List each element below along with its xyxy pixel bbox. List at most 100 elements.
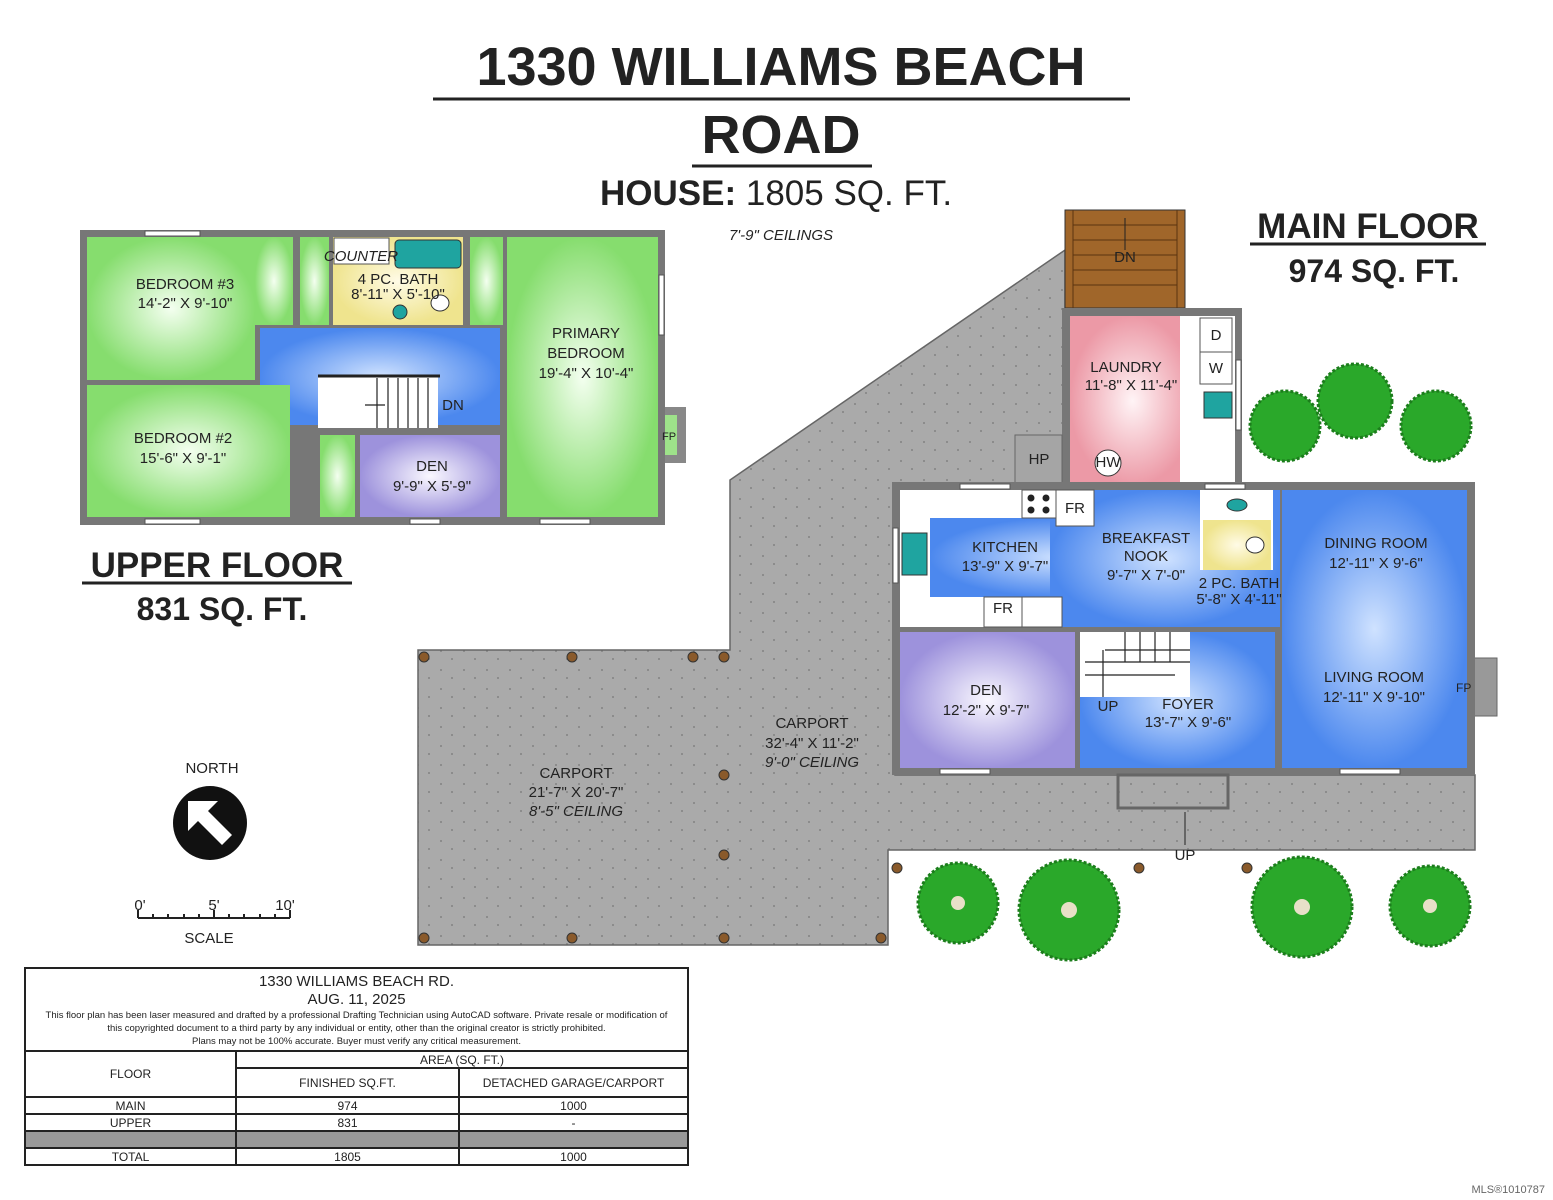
kitchen-sink-icon	[901, 532, 928, 576]
dryer-label: D	[1211, 327, 1222, 344]
carport-posts	[418, 651, 1253, 944]
scale-label: SCALE	[184, 930, 233, 947]
scale-tick-10: 10'	[275, 897, 295, 914]
bedroom-3	[87, 237, 255, 380]
scale-tick-5: 5'	[208, 897, 219, 914]
hot-water-tank-icon	[1094, 449, 1122, 477]
upper-den-size: 9'-9" X 5'-9"	[393, 478, 471, 495]
washer-label: W	[1209, 360, 1224, 377]
living-size: 12'-11" X 9'-10"	[1323, 689, 1425, 706]
living-name: LIVING ROOM	[1324, 669, 1424, 686]
cell-garage: -	[458, 1113, 689, 1132]
tree-trunks	[951, 896, 1437, 918]
bath4-size: 8'-11" X 5'-10"	[351, 286, 445, 303]
cell-floor: UPPER	[24, 1113, 237, 1132]
tree-icon	[1399, 389, 1473, 463]
hot-water-label: HW	[1096, 454, 1122, 471]
cell-floor: MAIN	[24, 1096, 237, 1115]
stairs	[318, 377, 438, 428]
sink-icon	[392, 304, 408, 320]
dining-name: DINING ROOM	[1324, 535, 1427, 552]
fridge2-label: FR	[993, 600, 1013, 617]
main-fireplace-label: FP	[1456, 681, 1471, 695]
table-address: 1330 WILLIAMS BEACH RD.	[258, 973, 455, 990]
mls-watermark: MLS®1010787	[1471, 1184, 1545, 1196]
foyer-stairs-up-label: UP	[1098, 698, 1119, 715]
house-area: HOUSE: 1805 SQ. FT.	[600, 174, 952, 213]
bedroom3-size: 14'-2" X 9'-10"	[138, 295, 233, 312]
deck-stairs: DN	[1064, 209, 1186, 309]
disclaimer-line1: This floor plan has been laser measured …	[45, 1010, 668, 1021]
nook-name2: NOOK	[1124, 548, 1168, 565]
cell-finished: 974	[235, 1096, 460, 1115]
main-den-size: 12'-2" X 9'-7"	[943, 702, 1029, 719]
primary-size: 19'-4" X 10'-4"	[539, 365, 634, 382]
entry-up-label: UP	[1175, 847, 1196, 864]
laundry-room	[1070, 316, 1195, 486]
kitchen-name: KITCHEN	[972, 539, 1038, 556]
bedroom3-name: BEDROOM #3	[136, 276, 234, 293]
upper-fireplace-label: FP	[662, 431, 676, 443]
bedroom2-name: BEDROOM #2	[134, 430, 232, 447]
carport1-name: CARPORT	[539, 765, 612, 782]
table-date: AUG. 11, 2025	[307, 991, 406, 1008]
foyer-name: FOYER	[1162, 696, 1214, 713]
dining-size: 12'-11" X 9'-6"	[1329, 555, 1423, 572]
foyer-stairs	[1080, 632, 1190, 697]
fridge-label: FR	[1065, 500, 1085, 517]
main-den-name: DEN	[970, 682, 1002, 699]
title-line2: ROAD	[702, 105, 861, 165]
cell-garage: 1000	[458, 1096, 689, 1115]
bath2-name: 2 PC. BATH	[1199, 575, 1280, 592]
toilet-icon	[430, 294, 450, 312]
laundry-sink-icon	[1203, 391, 1233, 419]
laundry-size: 11'-8" X 11'-4"	[1085, 377, 1178, 394]
bedroom-2	[87, 385, 290, 517]
counter-label: COUNTER	[324, 248, 398, 265]
foyer-size: 13'-7" X 9'-6"	[1145, 714, 1231, 731]
shrubs	[916, 362, 1473, 962]
disclaimer-line2: this copyrighted document to a third par…	[107, 1023, 606, 1034]
nook-name1: BREAKFAST	[1102, 530, 1190, 547]
scale-bar: 0' 5' 10' SCALE	[134, 897, 295, 947]
closet	[300, 237, 329, 325]
upper-floor-area: 831 SQ. FT.	[137, 591, 308, 627]
carport2-name: CARPORT	[775, 715, 848, 732]
cell-floor: TOTAL	[24, 1147, 237, 1166]
deck-stairs-down-label: DN	[1114, 249, 1136, 266]
title-line1: 1330 WILLIAMS BEACH	[476, 37, 1085, 97]
upper-floor-plan: BEDROOM #3 14'-2" X 9'-10" COUNTER 4 PC.…	[80, 230, 686, 525]
carport1-ceiling: 8'-5" CEILING	[529, 803, 623, 820]
main-den	[900, 632, 1075, 768]
bath4-name: 4 PC. BATH	[358, 271, 439, 288]
heat-pump	[1014, 434, 1063, 486]
carport2-size: 32'-4" X 11'-2"	[765, 735, 859, 752]
primary-name1: PRIMARY	[552, 325, 620, 342]
ceiling-height: 7'-9" CEILINGS	[729, 227, 833, 244]
entry-step	[1116, 773, 1230, 810]
tree-icon	[1248, 389, 1322, 463]
cell-finished: 831	[235, 1113, 460, 1132]
north-label: NORTH	[185, 760, 238, 777]
bath2-sink-icon	[1226, 498, 1248, 512]
cell-garage: 1000	[458, 1147, 689, 1166]
disclaimer-line3: Plans may not be 100% accurate. Buyer mu…	[192, 1036, 521, 1047]
main-floor-area: 974 SQ. FT.	[1289, 253, 1460, 289]
dining-living-room	[1282, 490, 1467, 768]
scale-tick-0: 0'	[134, 897, 145, 914]
nook-size: 9'-7" X 7'-0"	[1107, 567, 1185, 584]
bathtub-icon	[394, 239, 462, 269]
area-summary-table: 1330 WILLIAMS BEACH RD. AUG. 11, 2025 Th…	[24, 967, 689, 1166]
header-floor: FLOOR	[24, 1050, 237, 1098]
header-finished: FINISHED SQ.FT.	[235, 1067, 460, 1098]
tree-icon	[1316, 362, 1394, 440]
upper-floor-heading: UPPER FLOOR	[91, 546, 344, 585]
header-area: AREA (SQ. FT.)	[235, 1050, 689, 1069]
primary-bedroom	[507, 237, 658, 517]
stairs-down-label: DN	[442, 397, 464, 414]
main-floor-heading: MAIN FLOOR	[1257, 207, 1479, 246]
